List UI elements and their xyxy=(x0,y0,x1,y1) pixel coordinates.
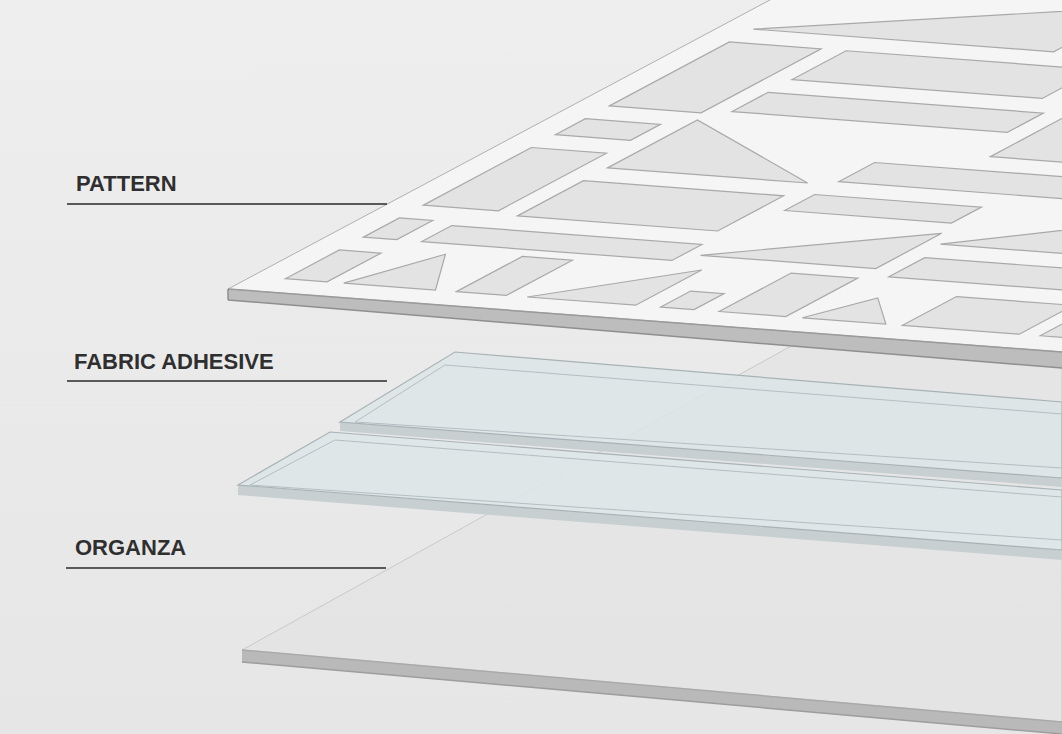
layer-label: FABRIC ADHESIVE xyxy=(74,351,274,373)
label-underline xyxy=(66,567,386,569)
adhesive-sheet xyxy=(340,352,1062,487)
pattern-sheet xyxy=(228,0,1062,368)
layer-label: ORGANZA xyxy=(75,537,186,559)
layer-label: PATTERN xyxy=(76,173,177,195)
label-underline xyxy=(67,203,387,205)
label-underline xyxy=(67,380,387,382)
organza-sheet xyxy=(242,330,1062,734)
